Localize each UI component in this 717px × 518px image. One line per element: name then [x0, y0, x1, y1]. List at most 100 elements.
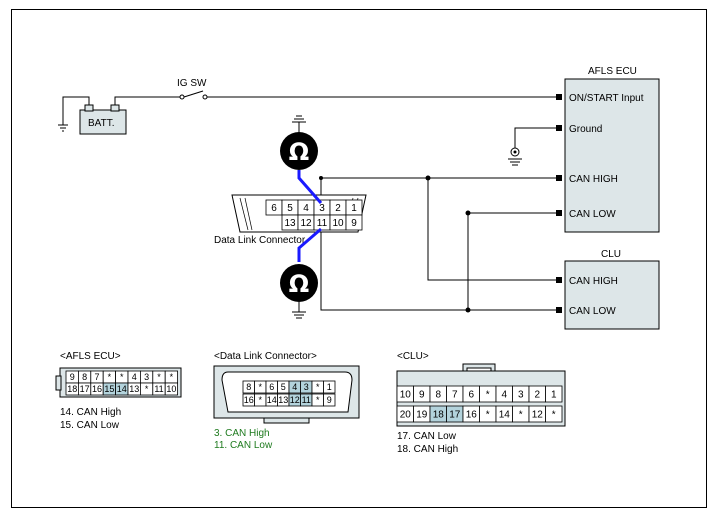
pin-label: 1: [551, 390, 557, 401]
pin-label: 12: [532, 410, 544, 421]
pin-label: 6: [269, 382, 274, 392]
battery: BATT.: [58, 96, 127, 135]
pin-label: 16: [244, 395, 254, 405]
pin-cell: [545, 385, 563, 403]
pin-label: 9: [327, 395, 332, 405]
pin-cell: [323, 393, 336, 407]
pin-label: *: [258, 382, 262, 392]
pin-label: 8: [82, 372, 87, 382]
pin-label: 8: [246, 382, 251, 392]
dlc-note-2: 11. CAN Low: [214, 440, 273, 451]
pin-label: 5: [287, 203, 293, 214]
pin-cell: [345, 214, 363, 231]
afls-pin-can-low: CAN LOW: [569, 209, 616, 220]
pin-label: 3: [304, 382, 309, 392]
afls-pin-can-high: CAN HIGH: [569, 174, 618, 185]
pin-label: *: [145, 384, 149, 394]
afls-note-1: 14. CAN High: [60, 407, 121, 418]
afls-note-2: 15. CAN Low: [60, 420, 120, 431]
pin-label: *: [316, 395, 320, 405]
clu-conn-title: <CLU>: [397, 351, 429, 362]
ground-icon: [508, 147, 522, 166]
pin-label: 14: [117, 384, 127, 394]
pin-label: 4: [303, 203, 309, 214]
pin-label: 2: [335, 203, 341, 214]
pin-label: *: [486, 410, 490, 421]
pin-label: 9: [351, 218, 357, 229]
pin-label: *: [258, 395, 262, 405]
ohm-meter-bottom: Ω: [280, 227, 322, 319]
pin-label: 16: [466, 410, 478, 421]
ground-icon: [58, 124, 68, 132]
pin-label: 6: [271, 203, 277, 214]
batt-label: BATT.: [88, 118, 114, 129]
ohm-icon: Ω: [289, 270, 309, 298]
pin-label: 1: [327, 382, 332, 392]
pin-label: 2: [534, 390, 540, 401]
afls-pin-ground: Ground: [569, 124, 602, 135]
pin-cell: [164, 382, 178, 396]
pin-label: 10: [166, 384, 176, 394]
pin-label: 7: [94, 372, 99, 382]
ohm-meter-top: Ω: [280, 115, 323, 204]
pin-label: 4: [292, 382, 297, 392]
pin-label: *: [170, 372, 174, 382]
pin-label: 14: [499, 410, 511, 421]
pin-cell: [323, 380, 336, 394]
pin-label: 4: [132, 372, 137, 382]
pin-label: 17: [449, 410, 461, 421]
pin-label: *: [108, 372, 112, 382]
pin-label: 16: [92, 384, 102, 394]
pin-label: 5: [281, 382, 286, 392]
pin-label: *: [486, 390, 490, 401]
pin-label: 13: [129, 384, 139, 394]
clu-module: CLU CAN HIGH CAN LOW: [556, 249, 660, 330]
pin-label: 7: [452, 390, 458, 401]
ig-sw-label: IG SW: [177, 78, 207, 89]
pin-label: 11: [317, 218, 328, 229]
afls-ecu-title: AFLS ECU: [588, 66, 637, 77]
clu-note-2: 18. CAN High: [397, 444, 458, 455]
pin-label: 13: [284, 218, 296, 229]
pin-label: 14: [267, 395, 277, 405]
pin-label: 17: [80, 384, 90, 394]
pin-label: 10: [332, 218, 344, 229]
dlc-note-1: 3. CAN High: [214, 428, 270, 439]
afls-pin-on-start: ON/START Input: [569, 93, 644, 104]
pin-label: 1: [351, 203, 357, 214]
afls-ecu-module: AFLS ECU ON/START Input Ground CAN HIGH …: [556, 66, 660, 233]
pin-label: 15: [104, 384, 114, 394]
pin-label: 19: [416, 410, 428, 421]
pin-label: *: [519, 410, 523, 421]
pin-label: 18: [433, 410, 445, 421]
ig-switch: IG SW: [177, 78, 208, 100]
pin-label: 11: [302, 395, 311, 405]
ohm-icon: Ω: [289, 138, 309, 166]
pin-label: 12: [300, 218, 312, 229]
pin-label: 13: [278, 395, 288, 405]
pin-label: 6: [468, 390, 474, 401]
clu-note-1: 17. CAN Low: [397, 431, 457, 442]
pin-label: 4: [501, 390, 507, 401]
pin-label: *: [120, 372, 124, 382]
pin-label: 8: [435, 390, 441, 401]
pin-label: *: [552, 410, 556, 421]
pin-label: 12: [290, 395, 300, 405]
pin-label: *: [316, 382, 320, 392]
pin-label: 3: [518, 390, 524, 401]
afls-conn-title: <AFLS ECU>: [60, 351, 121, 362]
dlc-conn-title: <Data Link Connector>: [214, 351, 317, 362]
pin-label: 10: [400, 390, 412, 401]
pin-label: 18: [67, 384, 77, 394]
pin-label: 11: [154, 384, 163, 394]
pin-cell: [545, 405, 563, 423]
pin-label: 20: [400, 410, 412, 421]
dlc-label: Data Link Connector: [214, 235, 306, 246]
pin-label: *: [157, 372, 161, 382]
pin-label: 3: [319, 203, 325, 214]
